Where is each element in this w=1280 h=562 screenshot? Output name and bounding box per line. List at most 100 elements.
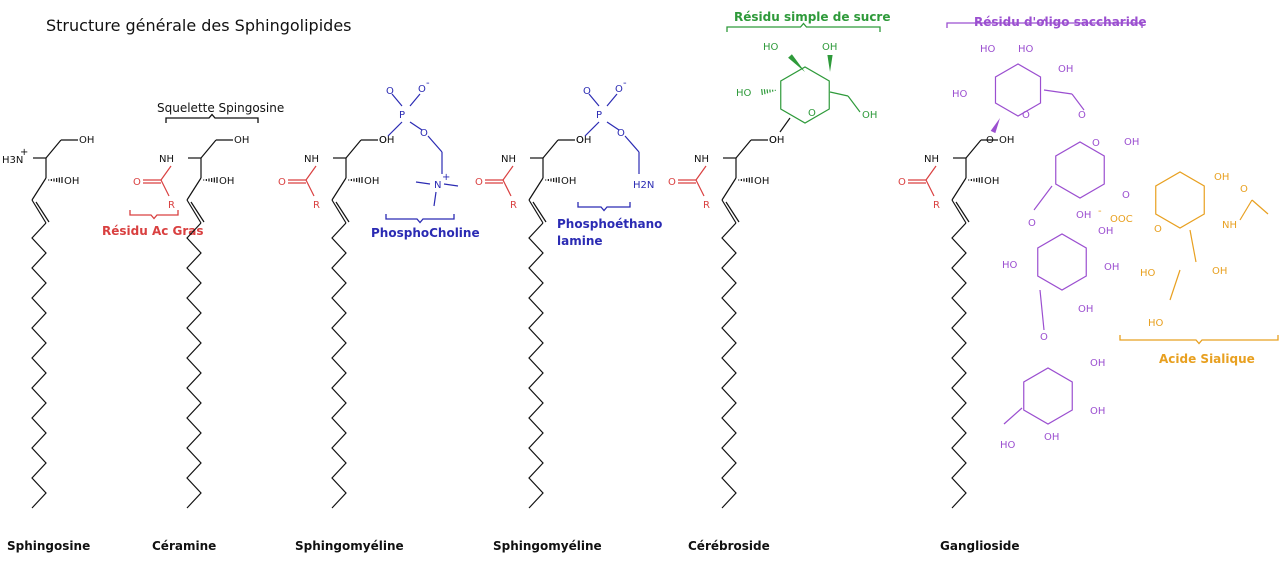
alkyl-chain bbox=[31, 222, 47, 509]
wedge-bond bbox=[788, 54, 805, 72]
atom-oh: OH bbox=[1058, 64, 1073, 75]
label-oligosaccharide: Résidu d'oligo saccharide bbox=[974, 15, 1147, 29]
atom-p: P bbox=[399, 110, 405, 121]
atom-o: O bbox=[1092, 138, 1100, 149]
atom-o: O bbox=[420, 128, 428, 139]
amide-bond bbox=[695, 165, 707, 181]
p-o-bond bbox=[409, 121, 423, 131]
molecule-name-sphingomyeline-2: Sphingomyéline bbox=[493, 539, 602, 553]
atom-r: R bbox=[703, 200, 710, 211]
bond bbox=[532, 201, 547, 223]
sugar-ring bbox=[1155, 171, 1205, 229]
fatty-acid-brace bbox=[129, 210, 179, 220]
atom-oh: OH bbox=[769, 135, 784, 146]
r-bond bbox=[305, 179, 315, 197]
atom-ho: HO bbox=[1148, 318, 1164, 329]
methyl-bond bbox=[433, 191, 437, 207]
atom-ho: HO bbox=[980, 44, 996, 55]
atom-ho: HO bbox=[763, 42, 779, 53]
glycosidic-bond bbox=[779, 117, 791, 133]
methyl-bond bbox=[443, 183, 459, 187]
atom-ho: HO bbox=[1002, 260, 1018, 271]
acetyl-bond bbox=[1239, 199, 1253, 221]
bond bbox=[31, 199, 47, 224]
atom-o: O bbox=[1240, 184, 1248, 195]
atom-o: O bbox=[583, 86, 591, 97]
alkyl-chain bbox=[721, 222, 737, 509]
atom-oh: OH bbox=[1078, 304, 1093, 315]
atom-ho: HO bbox=[1018, 44, 1034, 55]
molecule-name-sphingomyeline-1: Sphingomyéline bbox=[295, 539, 404, 553]
sugar-ring bbox=[1023, 367, 1073, 425]
atom-o: O bbox=[1040, 332, 1048, 343]
label-phosphoethanolamine-line1: Phosphoéthano bbox=[557, 217, 662, 231]
atom-n: N bbox=[434, 180, 441, 191]
atom-oh: OH bbox=[576, 135, 591, 146]
atom-ooc: OOC bbox=[1110, 214, 1133, 225]
atom-o: O bbox=[769, 135, 777, 146]
sugar-ring bbox=[1055, 141, 1105, 199]
atom-o: O bbox=[1122, 190, 1130, 201]
atom-o: O bbox=[418, 84, 426, 95]
atom-o: O bbox=[1028, 218, 1036, 229]
atom-o: O bbox=[379, 135, 387, 146]
atom-ho: HO bbox=[952, 89, 968, 100]
atom-oh: OH bbox=[1044, 432, 1059, 443]
glycerol-bond bbox=[1169, 269, 1181, 301]
sugar-ring bbox=[780, 66, 830, 124]
atom-r: R bbox=[313, 200, 320, 211]
label-phosphoethanolamine-line2: lamine bbox=[557, 234, 603, 248]
alkyl-chain bbox=[528, 222, 544, 509]
atom-o: O bbox=[808, 108, 816, 119]
atom-h3n: H3N bbox=[2, 155, 23, 166]
atom-oh: OH bbox=[1212, 266, 1227, 277]
acetyl-bond bbox=[1251, 199, 1269, 215]
charge-minus: - bbox=[1098, 206, 1102, 217]
bond bbox=[542, 139, 559, 159]
atom-oh: OH bbox=[79, 135, 94, 146]
atom-o: O bbox=[133, 177, 141, 188]
atom-oh: OH bbox=[1090, 358, 1105, 369]
hashed-bond bbox=[763, 89, 766, 95]
atom-o: O bbox=[576, 135, 584, 146]
methyl-bond bbox=[415, 181, 431, 185]
atom-oh: OH bbox=[1076, 210, 1091, 221]
p-o-bond bbox=[606, 93, 618, 107]
bond bbox=[955, 201, 970, 223]
p-o-bond bbox=[606, 121, 620, 131]
atom-r: R bbox=[933, 200, 940, 211]
r-bond bbox=[502, 179, 512, 197]
atom-r: R bbox=[168, 200, 175, 211]
atom-oh: OH bbox=[1104, 262, 1119, 273]
atom-r: R bbox=[510, 200, 517, 211]
charge-minus: - bbox=[623, 78, 627, 89]
wedge-bond bbox=[990, 118, 1000, 134]
atom-oh: OH bbox=[999, 135, 1014, 146]
alkyl-chain bbox=[331, 222, 347, 509]
atom-oh: OH bbox=[219, 176, 234, 187]
atom-o: O bbox=[1154, 224, 1162, 235]
atom-nh: NH bbox=[924, 154, 939, 165]
atom-oh: OH bbox=[561, 176, 576, 187]
atom-o: O bbox=[617, 128, 625, 139]
atom-ho: HO bbox=[1140, 268, 1156, 279]
bond bbox=[965, 139, 982, 159]
bond bbox=[951, 199, 967, 224]
atom-oh: OH bbox=[379, 135, 394, 146]
atom-nh: NH bbox=[1222, 220, 1237, 231]
bond bbox=[335, 201, 350, 223]
atom-oh: OH bbox=[1214, 172, 1229, 183]
oligosaccharide-brace bbox=[946, 18, 1143, 28]
amide-bond bbox=[160, 165, 172, 181]
atom-h2n: H2N bbox=[633, 180, 654, 191]
atom-o: O bbox=[386, 86, 394, 97]
atom-oh: OH bbox=[862, 110, 877, 121]
molecule-name-ceramine: Céramine bbox=[152, 539, 216, 553]
bond bbox=[721, 199, 737, 224]
bond bbox=[528, 199, 544, 224]
glycerol-bond bbox=[1189, 229, 1197, 263]
atom-oh: OH bbox=[754, 176, 769, 187]
